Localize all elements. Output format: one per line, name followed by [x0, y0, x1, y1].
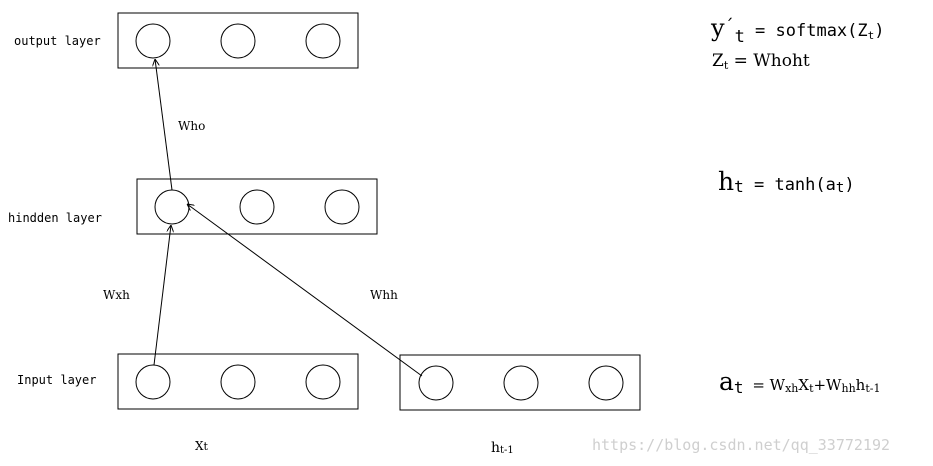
output-layer-box — [117, 12, 359, 69]
output-node-3 — [305, 23, 341, 59]
equation-at: at = WxhXt+Whhht-1 — [719, 367, 880, 397]
hidden-layer-box — [136, 178, 378, 235]
prev-hidden-layer-box — [399, 354, 641, 411]
hidden-node-3 — [324, 189, 360, 225]
equation-softmax: y´t = softmax(Zt) — [710, 14, 885, 47]
prev-hidden-node-1 — [418, 365, 454, 401]
input-node-3 — [305, 364, 341, 400]
prev-hidden-node-3 — [588, 365, 624, 401]
weight-label-who: Who — [178, 119, 205, 133]
equation-ht: ht = tanh(at) — [718, 167, 855, 196]
output-node-2 — [220, 23, 256, 59]
hidden-layer-label: hindden layer — [8, 211, 102, 225]
weight-label-wxh: Wxh — [103, 288, 130, 302]
input-layer-box — [117, 353, 359, 410]
arrow-prevhidden-to-hidden — [187, 204, 423, 377]
input-layer-label: Input layer — [17, 373, 96, 387]
input-label-ht-1: ht-1 — [491, 440, 514, 456]
input-node-2 — [220, 364, 256, 400]
input-node-1 — [135, 364, 171, 400]
arrow-hidden-to-output — [155, 59, 173, 191]
hidden-node-2 — [239, 189, 275, 225]
watermark: https://blog.csdn.net/qq_33772192 — [592, 436, 890, 454]
output-node-1 — [135, 23, 171, 59]
hidden-node-1 — [154, 189, 190, 225]
arrow-input-to-hidden — [153, 225, 171, 366]
prev-hidden-node-2 — [503, 365, 539, 401]
output-layer-label: output layer — [14, 34, 101, 48]
equation-zt: Zt = Whoht — [712, 51, 810, 72]
weight-label-whh: Whh — [370, 288, 398, 302]
input-label-xt: Xt — [195, 439, 209, 453]
